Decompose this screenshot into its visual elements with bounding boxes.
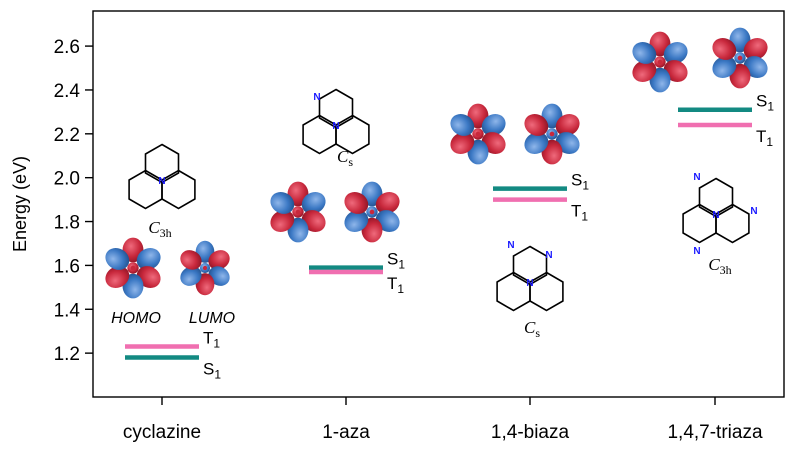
y-axis: 1.2 1.4 1.6 1.8 2.0 2.2 2.4 2.6	[54, 37, 93, 365]
x-tick-label: 1,4,7-triaza	[667, 422, 762, 443]
nitrogen-atom: N	[693, 172, 700, 183]
lumo-label: LUMO	[189, 310, 235, 327]
nitrogen-atom: N	[313, 92, 320, 103]
orbital-isosurface	[344, 181, 400, 243]
y-tick-label: 2.2	[54, 125, 80, 146]
y-tick-label: 1.2	[54, 344, 80, 365]
orbital-isosurface	[270, 181, 326, 243]
level-label: S1	[571, 171, 589, 193]
orbital-isosurface	[105, 237, 161, 299]
symmetry-label: Cs	[524, 318, 540, 340]
plot-frame	[92, 10, 785, 398]
level-label: T1	[571, 202, 588, 224]
level-label: S1	[203, 360, 221, 382]
x-tick-label: 1-aza	[322, 422, 370, 443]
level-label: S1	[756, 92, 774, 114]
orbital-isosurface	[524, 103, 580, 165]
nitrogen-atom: N	[545, 250, 552, 261]
level-label: T1	[387, 274, 404, 296]
molecule-skeleton: N N N	[496, 240, 564, 312]
nitrogen-atom: N	[750, 206, 757, 217]
level-label: S1	[387, 250, 405, 272]
y-tick-label: 1.8	[54, 213, 80, 234]
y-tick-label: 2.0	[54, 169, 80, 190]
y-tick-label: 2.4	[54, 81, 81, 102]
y-axis-title: Energy (eV)	[10, 156, 30, 252]
symmetry-label: C3h	[708, 255, 731, 277]
orbital-isosurface	[632, 31, 688, 93]
orbital-isosurfaces	[105, 27, 768, 299]
nitrogen-atom: N	[712, 210, 719, 221]
nitrogen-atom: N	[507, 240, 514, 251]
nitrogen-atom: N	[332, 121, 339, 132]
nitrogen-atom: N	[158, 176, 165, 187]
level-label: T1	[203, 329, 220, 351]
orbital-isosurface	[450, 103, 506, 165]
symmetry-label: C3h	[148, 218, 171, 240]
x-tick-label: 1,4-biaza	[491, 422, 570, 443]
nitrogen-atom: N	[526, 278, 533, 289]
level-label: T1	[756, 127, 773, 149]
orbital-isosurface	[712, 27, 768, 89]
homo-label: HOMO	[111, 310, 161, 327]
nitrogen-atom: N	[693, 246, 700, 257]
y-tick-label: 1.6	[54, 256, 80, 277]
y-tick-label: 2.6	[54, 37, 80, 58]
x-tick-label: cyclazine	[123, 422, 201, 443]
molecule-skeleton: NN	[302, 88, 370, 155]
x-axis: cyclazine 1-aza 1,4-biaza 1,4,7-triaza	[123, 397, 763, 443]
y-tick-label: 1.4	[54, 300, 81, 321]
symmetry-label: Cs	[337, 147, 353, 169]
molecule-skeleton: N	[128, 143, 196, 210]
molecule-skeleton: N N N N	[682, 172, 758, 257]
orbital-isosurface	[180, 240, 230, 296]
